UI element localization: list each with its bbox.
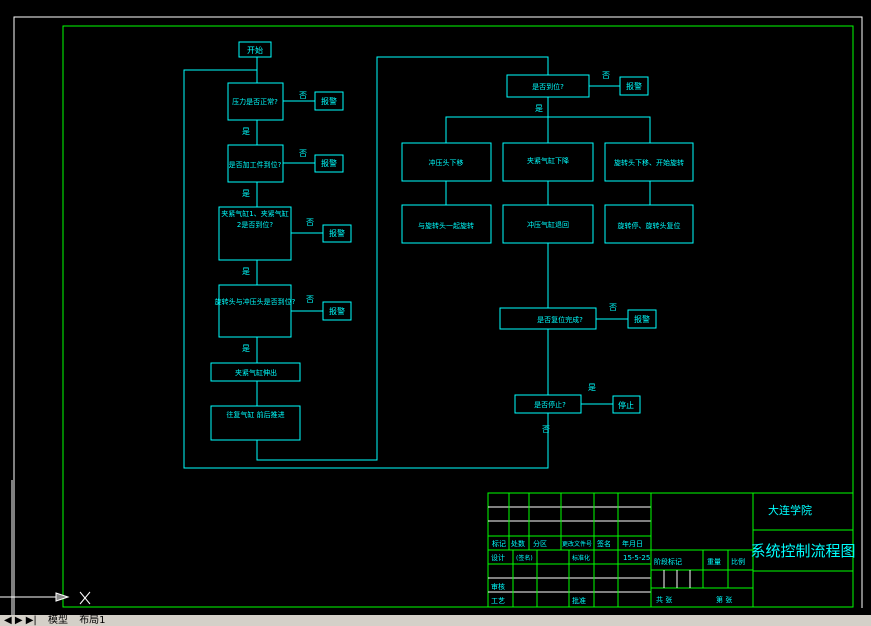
tb-designer: (签名) (516, 554, 533, 562)
tb-scale: 比例 (731, 557, 745, 566)
outer-frame (13, 16, 863, 626)
alarm-label: 报警 (626, 81, 642, 91)
tb-process: 工艺 (491, 597, 505, 605)
no-label: 否 (609, 303, 617, 312)
ucs-icon (0, 480, 91, 616)
continue-line (256, 56, 549, 461)
yes-label: 是 (242, 127, 250, 136)
yes-label: 是 (242, 189, 250, 198)
decision-pressure: 压力是否正常? (227, 82, 284, 121)
alarm-label: 报警 (634, 314, 650, 324)
no-label: 否 (306, 295, 314, 304)
alarm-label: 报警 (321, 158, 337, 168)
stop-box (612, 395, 641, 414)
step-label: 是否停止? (534, 400, 566, 409)
tb-total: 共 张 (656, 595, 672, 604)
alarm-label: 报警 (329, 228, 345, 238)
title-block (487, 492, 854, 608)
step-label: 旋转头与冲压头是否到位? (215, 297, 296, 306)
alarm-label: 报警 (329, 306, 345, 316)
step-label: 旋转停、旋转头复位 (618, 221, 681, 230)
step-label: 夹紧气缸下降 (527, 156, 569, 165)
no-label: 否 (299, 91, 307, 100)
start-box (238, 41, 272, 58)
tb-stage: 阶段标记 (654, 557, 682, 566)
loop-line (183, 69, 549, 469)
alarm-box (314, 91, 344, 111)
tab-layout1[interactable]: 布局1 (79, 615, 106, 626)
yes-label: 是 (588, 383, 596, 392)
layout-tabs: ◀ ▶ ▶| 模型 布局1 (0, 615, 871, 626)
step-label: 夹紧气缸1、夹紧气缸2是否到位? (221, 210, 289, 229)
inner-frame (62, 25, 854, 608)
step-label: 是否复位完成? (537, 315, 583, 324)
tab-nav-arrows[interactable]: ◀ ▶ ▶| (4, 615, 37, 626)
tb-date: 15-5-25 (623, 554, 650, 562)
alarm-box (322, 301, 352, 321)
tb-weight: 重量 (707, 558, 721, 566)
step-label: 与旋转头一起旋转 (418, 221, 474, 230)
tb-school: 大连学院 (768, 503, 812, 517)
tb-header: 处数 (511, 539, 525, 548)
no-label: 否 (542, 425, 550, 434)
decision-clamps: 夹紧气缸1、夹紧气缸2是否到位? (218, 206, 292, 261)
tb-header: 签名 (597, 539, 611, 548)
step-label: 冲压气缸退回 (527, 220, 569, 229)
tb-approve: 批准 (572, 596, 586, 605)
yes-label: 是 (242, 267, 250, 276)
no-label: 否 (306, 218, 314, 227)
yes-label: 是 (535, 104, 543, 113)
process-clamp-extend: 夹紧气缸伸出 (210, 362, 301, 382)
start-label: 开始 (247, 45, 263, 55)
branch-row1: 冲压头下移 夹紧气缸下降 旋转头下移、开始旋转 (401, 142, 694, 182)
process-reciprocate: 往复气缸 前后推进 (210, 405, 301, 441)
alarm-label: 报警 (321, 96, 337, 106)
alarm-box (314, 154, 344, 173)
alarm-box (322, 224, 352, 243)
yes-label: 是 (242, 344, 250, 353)
branch-row2: 与旋转头一起旋转 冲压气缸退回 旋转停、旋转头复位 (401, 204, 694, 244)
step-label: 是否加工件到位? (229, 160, 282, 169)
tb-standardization: 标准化 (572, 554, 590, 562)
stop-label: 停止 (618, 400, 634, 410)
tb-sheet: 第 张 (716, 595, 732, 604)
tb-design: 设计 (491, 553, 505, 562)
tb-review: 审核 (491, 582, 505, 591)
step-label: 压力是否正常? (232, 97, 278, 106)
decision-workpiece: 是否加工件到位? (227, 144, 284, 183)
tb-header: 分区 (533, 539, 547, 548)
tb-header: 标记 (492, 539, 506, 548)
step-label: 是否到位? (532, 82, 564, 91)
no-label: 否 (602, 71, 610, 80)
decision-heads: 旋转头与冲压头是否到位? (215, 284, 296, 338)
no-label: 否 (299, 149, 307, 158)
tb-header: 年月日 (622, 539, 643, 548)
alarm-box (627, 309, 657, 329)
step-label: 冲压头下移 (429, 158, 464, 167)
tb-title: 系统控制流程图 (750, 542, 855, 560)
tb-header: 更改文件号 (562, 540, 592, 548)
step-label: 旋转头下移、开始旋转 (614, 158, 684, 167)
tab-model[interactable]: 模型 (48, 615, 68, 626)
alarm-box (619, 76, 649, 96)
step-label: 往复气缸 前后推进 (226, 411, 285, 419)
step-label: 夹紧气缸伸出 (235, 368, 277, 377)
